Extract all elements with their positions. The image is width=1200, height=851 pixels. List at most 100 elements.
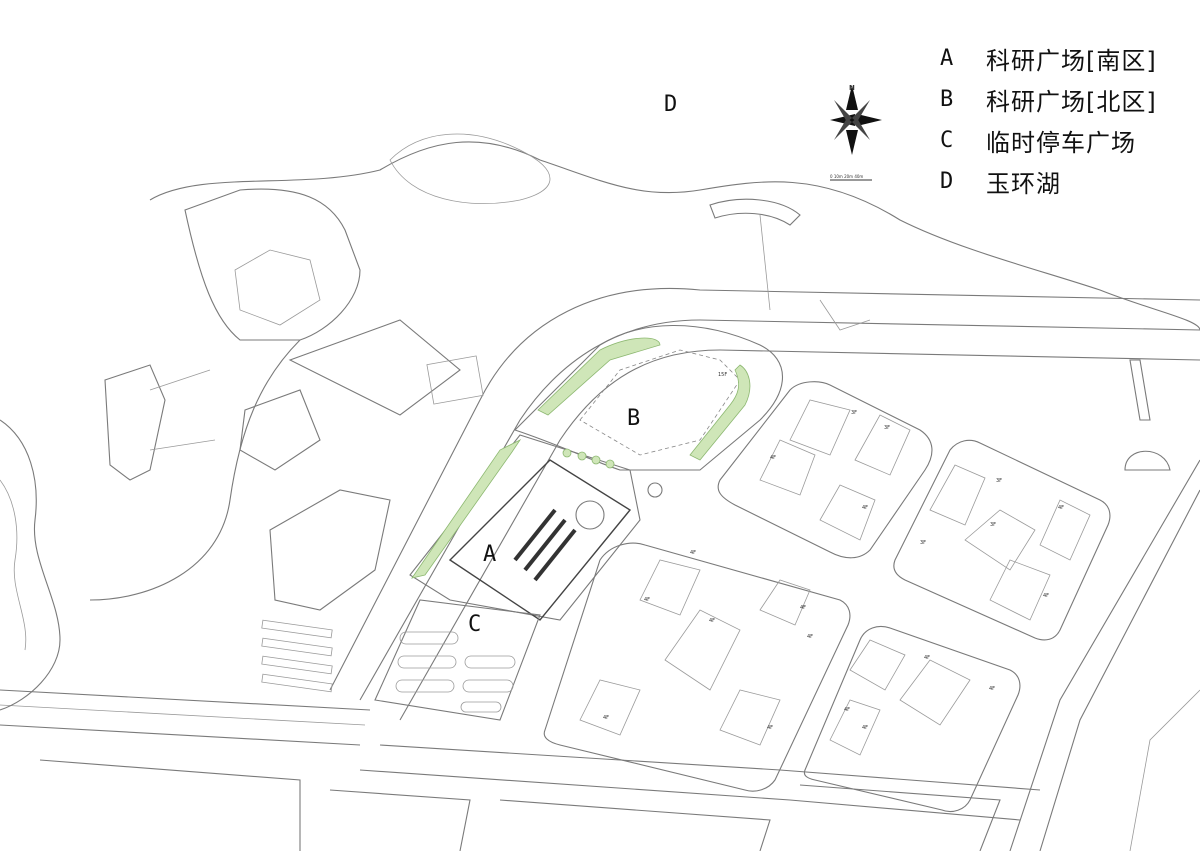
building-fp-11	[759, 579, 811, 626]
main-road-outer	[359, 319, 1200, 701]
lower-road-d	[799, 784, 1001, 851]
parking-row-3	[395, 679, 455, 693]
parking-row-1	[399, 631, 459, 645]
compass-rose	[830, 85, 882, 155]
building-fp-12	[579, 679, 641, 736]
left-parking-3	[261, 655, 333, 675]
bottom-road-1	[0, 689, 371, 711]
building-floor-label: 4F	[800, 605, 807, 611]
building-fp-10	[664, 609, 741, 691]
residential-block-1	[717, 381, 933, 559]
bottom-road-5	[359, 769, 1021, 821]
lower-road-b	[329, 789, 471, 851]
scale-text: 0 10m 20m 40m	[830, 174, 864, 179]
zone-a-plaza-outline	[409, 434, 641, 621]
building-floor-label: 15F	[718, 372, 728, 378]
building-floor-label: 4F	[862, 725, 869, 731]
building-floor-label: 3F	[851, 410, 858, 416]
main-road-inner	[399, 349, 1200, 721]
building-fp-13	[719, 689, 781, 746]
legend-item-b: B 科研广场[北区]	[940, 79, 1190, 120]
zone-c-parking-area	[374, 599, 541, 721]
zone-a-bar-3	[533, 528, 577, 582]
left-parking-2	[261, 637, 333, 657]
residential-block-4	[803, 625, 1021, 813]
building-floor-label: 4F	[690, 550, 697, 556]
zone-b-green-strip-2	[689, 364, 751, 461]
parking-row-2	[397, 655, 457, 669]
building-floor-label: 4F	[924, 655, 931, 661]
building-floor-label: 4F	[1043, 593, 1050, 599]
legend-letter: C	[940, 128, 954, 153]
main-road-outer-2	[329, 287, 1200, 691]
lower-road-a	[39, 759, 301, 851]
zone-a-bar-2	[523, 518, 567, 572]
right-diagonal-road	[1009, 459, 1200, 851]
legend-letter: A	[940, 46, 954, 71]
lake-shoreline	[149, 141, 1200, 331]
legend-letter: D	[940, 169, 954, 194]
tree-2	[577, 451, 587, 461]
left-building-cluster-2	[269, 489, 391, 611]
building-floor-label: 4F	[807, 634, 814, 640]
zone-b-building	[579, 349, 741, 456]
building-fp-2	[854, 414, 911, 476]
building-floor-label: 4F	[862, 505, 869, 511]
legend-text: 临时停车广场	[986, 129, 1136, 157]
zone-a-green-strip	[411, 438, 522, 579]
building-floor-label: 4F	[770, 455, 777, 461]
zone-label-c: C	[468, 612, 482, 637]
top-bridge	[709, 198, 801, 226]
tree-4	[605, 459, 615, 469]
pier-structure	[104, 364, 166, 481]
building-floor-label: 3F	[996, 478, 1003, 484]
left-garden-curve-2	[0, 479, 27, 651]
zone-label-a: A	[483, 542, 497, 567]
right-corner-blocks	[1129, 689, 1200, 851]
building-fp-16	[829, 699, 881, 756]
left-pavilion	[184, 188, 361, 341]
parking-row-6	[460, 701, 502, 713]
building-floor-label: 4F	[709, 618, 716, 624]
building-floor-label: 3F	[920, 540, 927, 546]
zone-a-building	[448, 459, 632, 621]
building-floor-label: 4F	[603, 715, 610, 721]
building-floor-label: 3F	[884, 425, 891, 431]
lower-road-c	[499, 799, 771, 851]
parking-row-5	[462, 679, 514, 693]
building-floor-label: 4F	[844, 707, 851, 713]
building-fp-15	[899, 659, 971, 726]
building-floor-label: 4F	[644, 597, 651, 603]
building-floor-label: 4F	[1058, 505, 1065, 511]
residential-block-2	[893, 439, 1111, 641]
zone-a-fountain	[647, 482, 663, 498]
tree-3	[591, 455, 601, 465]
pier-walkway	[149, 369, 216, 451]
left-pavilion-inner	[234, 249, 321, 326]
legend-item-c: C 临时停车广场	[940, 120, 1190, 161]
round-lookout	[1124, 450, 1171, 471]
legend-letter: B	[940, 87, 954, 112]
left-block-2	[288, 319, 461, 416]
compass-north-label: N	[849, 84, 855, 92]
tree-1	[562, 448, 572, 458]
legend-item-a: A 科研广场[南区]	[940, 38, 1190, 79]
zone-a-round-feature	[575, 500, 605, 530]
legend-text: 科研广场[南区]	[986, 47, 1157, 75]
building-floor-label: 4F	[989, 686, 996, 692]
building-fp-7	[1039, 499, 1091, 561]
zone-label-d: D	[664, 92, 678, 117]
zone-label-b: B	[627, 406, 641, 431]
zone-a-bar-1	[513, 508, 557, 562]
building-floor-label: 3F	[990, 522, 997, 528]
building-fp-4	[819, 484, 876, 541]
legend: A 科研广场[南区] B 科研广场[北区] C 临时停车广场 D 玉环湖	[940, 38, 1190, 202]
zone-b-green-strip	[537, 337, 661, 416]
bottom-road-3	[0, 704, 366, 726]
right-diagonal-road-2	[1039, 489, 1200, 851]
building-floor-label: 4F	[767, 725, 774, 731]
residential-block-3	[543, 542, 851, 792]
building-fp-9	[639, 559, 701, 616]
bottom-road-4	[379, 744, 1041, 791]
